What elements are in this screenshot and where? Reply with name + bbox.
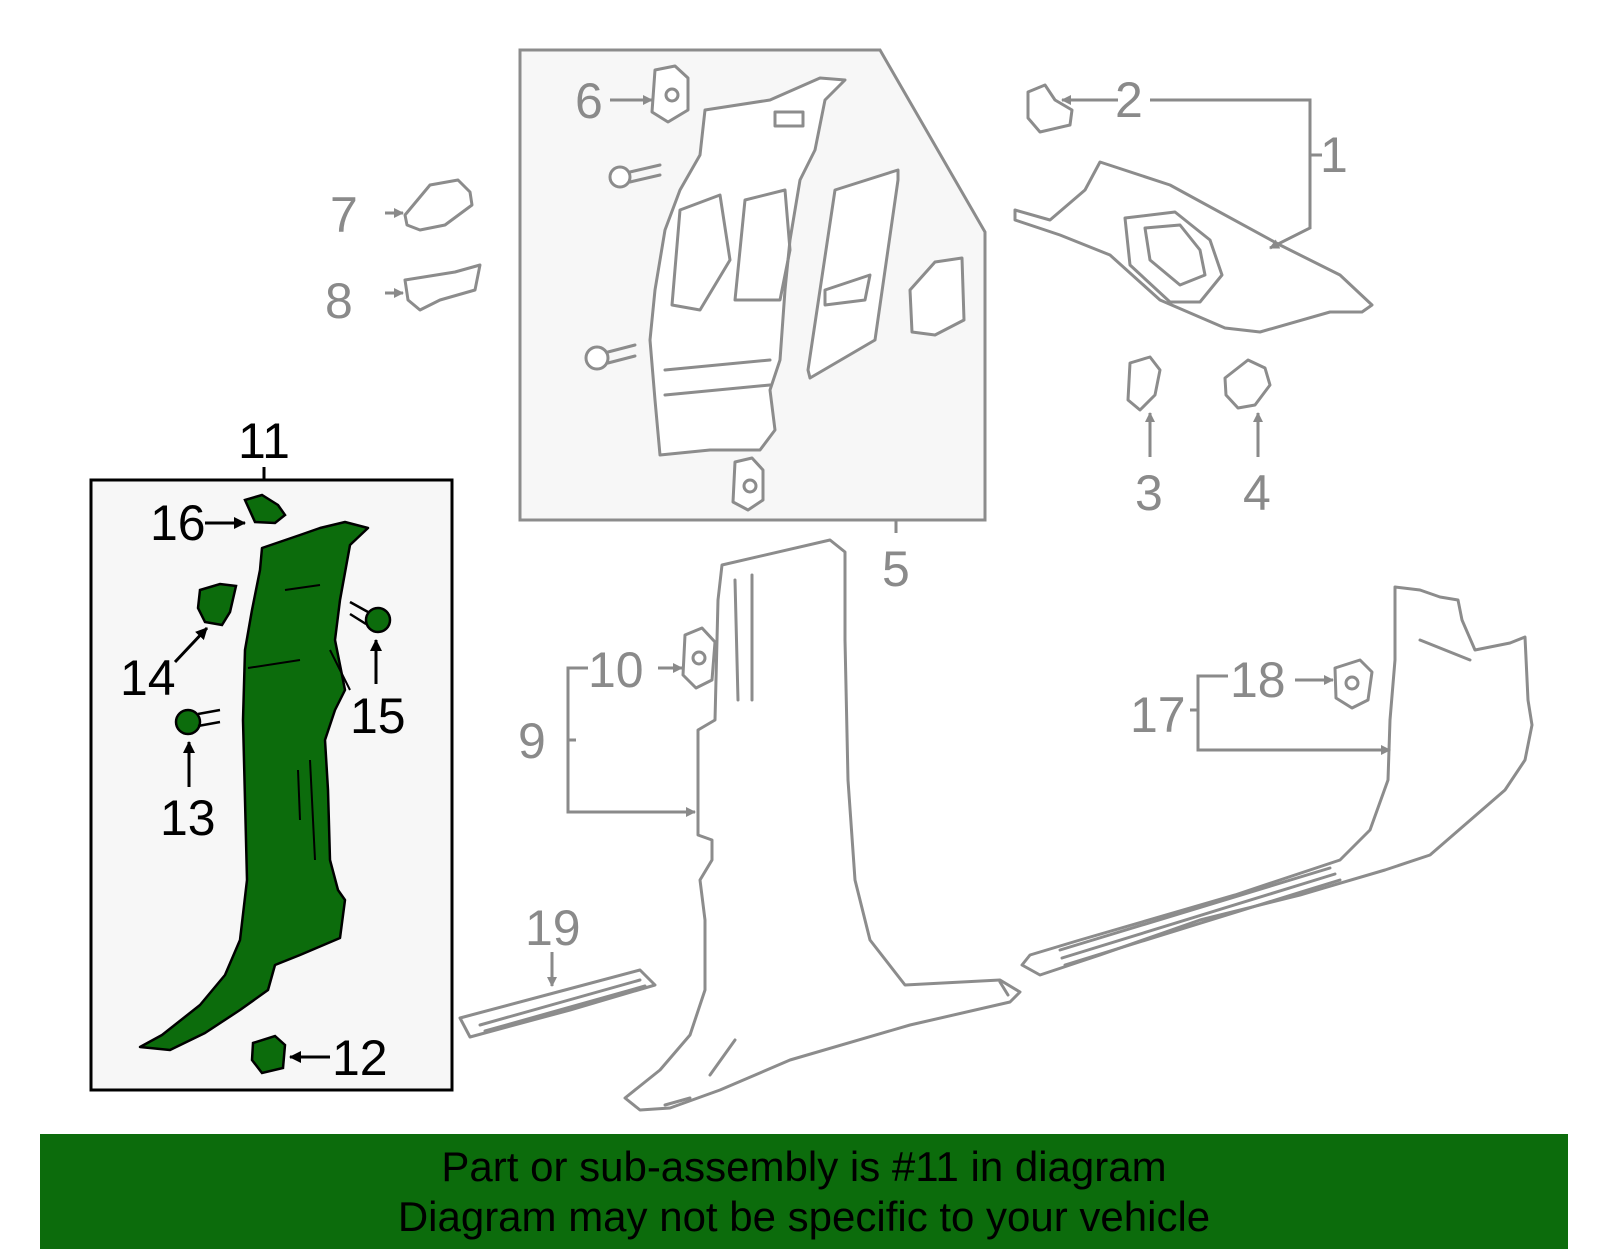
part-5-side-panel	[806, 168, 900, 380]
callout-12: 12	[332, 1030, 388, 1086]
callout-1: 1	[1320, 127, 1348, 183]
part-17-rocker-trim	[1020, 585, 1534, 977]
part-5-screws	[584, 163, 662, 371]
part-19-sill-plate	[458, 968, 657, 1039]
callout-10: 10	[588, 642, 644, 698]
part-5-pillar-trim	[648, 76, 847, 457]
leader-lines	[385, 95, 1390, 987]
part-12-clip-highlighted	[250, 1034, 287, 1075]
callout-15: 15	[350, 688, 406, 744]
part-9-pillar-trim	[623, 538, 1022, 1112]
leader-lines-highlighted	[173, 517, 382, 1063]
callout-6: 6	[575, 73, 603, 129]
part-3-clip	[1126, 355, 1162, 412]
part-5-bracket	[908, 256, 966, 337]
banner-line-1: Part or sub-assembly is #11 in diagram	[441, 1143, 1167, 1190]
part-14-clip-highlighted	[196, 582, 238, 627]
part-4-cap	[1223, 358, 1272, 410]
callout-18: 18	[1230, 652, 1286, 708]
part-1-trim-panel	[1013, 160, 1374, 334]
banner-line-2: Diagram may not be specific to your vehi…	[397, 1193, 1211, 1240]
part-15-screw-highlighted	[349, 600, 392, 634]
part-11-pillar-trim-highlighted	[138, 520, 370, 1052]
part-2-clip	[1026, 83, 1074, 134]
part-7-cap	[403, 178, 474, 232]
part-6-clip	[650, 64, 690, 124]
callout-13: 13	[160, 790, 216, 846]
part-10-clip	[681, 626, 717, 690]
callout-5: 5	[882, 541, 910, 597]
part-16-clip-highlighted	[243, 493, 287, 525]
callout-labels: 1 2 3 4 5 6 7 8 9 10 11 12 13 14 15 16 1…	[120, 72, 1348, 1086]
part-5-lower-clip	[731, 456, 765, 512]
part-18-clip	[1333, 658, 1374, 710]
callout-8: 8	[325, 273, 353, 329]
disclaimer-banner: Part or sub-assembly is #11 in diagram D…	[40, 1134, 1568, 1249]
part-8-clip	[403, 263, 482, 312]
callout-14: 14	[120, 650, 176, 706]
callout-9: 9	[518, 713, 546, 769]
callout-2: 2	[1115, 72, 1143, 128]
callout-11: 11	[238, 413, 290, 469]
callout-16: 16	[150, 495, 206, 551]
part-13-screw-highlighted	[174, 708, 221, 736]
callout-19: 19	[525, 900, 581, 956]
callout-4: 4	[1243, 465, 1271, 521]
callout-3: 3	[1135, 465, 1163, 521]
callout-17: 17	[1130, 687, 1186, 743]
callout-7: 7	[330, 187, 358, 243]
